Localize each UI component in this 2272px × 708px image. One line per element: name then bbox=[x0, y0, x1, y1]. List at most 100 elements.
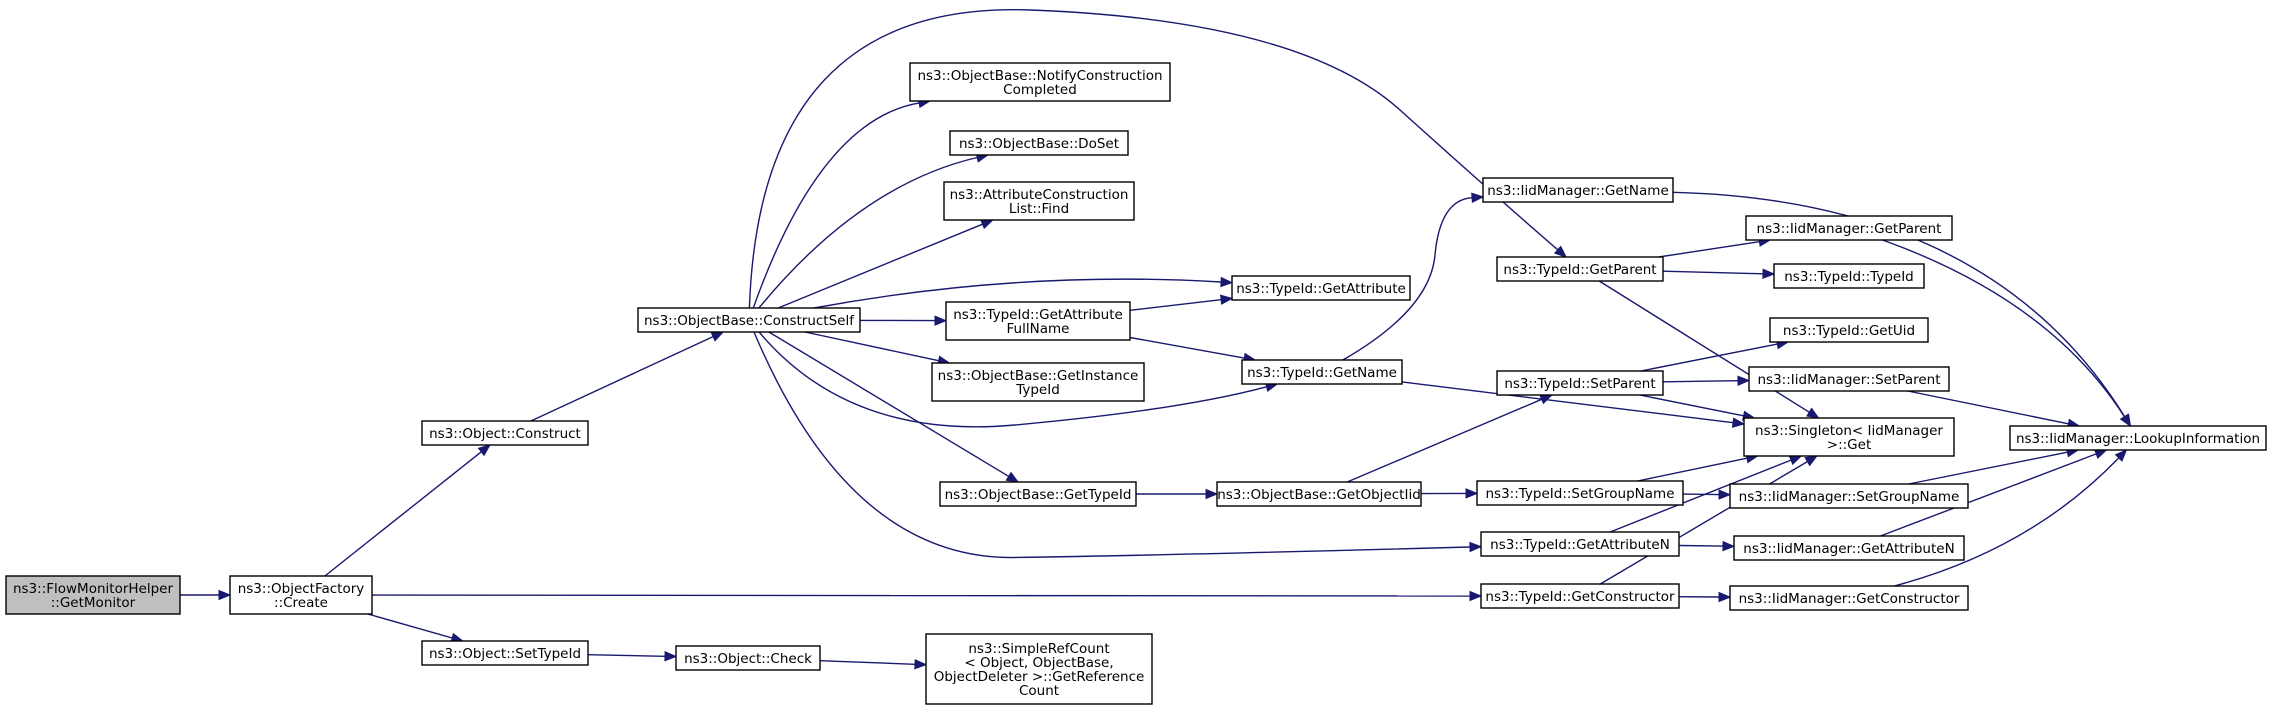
node-label: FullName bbox=[1007, 321, 1070, 337]
node-label: ns3::ObjectBase::ConstructSelf bbox=[644, 313, 855, 329]
edge-arrowhead bbox=[1788, 455, 1803, 466]
edge-obj-settypeid-to-obj-check bbox=[587, 651, 678, 662]
node-label: List::Find bbox=[1009, 201, 1069, 217]
edge-line bbox=[1342, 197, 1473, 361]
node-label: ns3::TypeId::GetAttribute bbox=[1236, 281, 1406, 297]
node-tid-getattributen[interactable]: ns3::TypeId::GetAttributeN bbox=[1480, 531, 1680, 557]
edge-line bbox=[1908, 451, 2068, 485]
edge-arrowhead bbox=[477, 444, 491, 457]
edge-arrowhead bbox=[1469, 590, 1483, 602]
node-box bbox=[1480, 531, 1680, 557]
edge-constructself-to-tid-getattributen bbox=[753, 331, 1483, 559]
edge-line bbox=[1682, 493, 1720, 496]
node-iid-getconstructor[interactable]: ns3::IidManager::GetConstructor bbox=[1729, 585, 1969, 611]
node-label: ns3::ObjectBase::DoSet bbox=[959, 136, 1119, 152]
node-tid-setparent[interactable]: ns3::TypeId::SetParent bbox=[1496, 370, 1664, 396]
edge-line bbox=[777, 223, 983, 309]
node-obj-settypeid[interactable]: ns3::Object::SetTypeId bbox=[421, 640, 589, 666]
node-tid-setgroupname[interactable]: ns3::TypeId::SetGroupName bbox=[1476, 480, 1684, 506]
node-obj-construct[interactable]: ns3::Object::Construct bbox=[421, 420, 589, 446]
edge-arrowhead bbox=[1718, 591, 1732, 603]
node-tid-typeid[interactable]: ns3::TypeId::TypeId bbox=[1773, 263, 1925, 289]
node-getobjectiid[interactable]: ns3::ObjectBase::GetObjectIid bbox=[1216, 481, 1422, 507]
node-box bbox=[925, 633, 1153, 705]
edge-arrowhead bbox=[1220, 276, 1234, 288]
edge-tid-getconstructor-to-singleton-get bbox=[1599, 455, 1819, 585]
node-iid-lookup[interactable]: ns3::IidManager::LookupInformation bbox=[2009, 425, 2267, 451]
nodes-layer: ns3::FlowMonitorHelper::GetMonitorns3::O… bbox=[5, 62, 2267, 705]
node-box bbox=[1480, 583, 1680, 609]
node-getattribute[interactable]: ns3::TypeId::GetAttribute bbox=[1231, 275, 1411, 301]
edge-line bbox=[1880, 453, 2097, 537]
edge-tid-setparent-to-singleton-get bbox=[1639, 394, 1756, 421]
node-simplerefcount[interactable]: ns3::SimpleRefCount< Object, ObjectBase,… bbox=[925, 633, 1153, 705]
node-label: ns3::ObjectBase::NotifyConstruction bbox=[917, 68, 1162, 84]
edge-getname-to-singleton-get bbox=[1401, 381, 1746, 428]
node-tid-getparent[interactable]: ns3::TypeId::GetParent bbox=[1496, 256, 1664, 282]
node-label: ns3::IidManager::GetName bbox=[1487, 183, 1669, 199]
node-label: ns3::IidManager::GetAttributeN bbox=[1743, 541, 1954, 557]
node-label: Completed bbox=[1003, 82, 1077, 98]
node-tid-getconstructor[interactable]: ns3::TypeId::GetConstructor bbox=[1480, 583, 1680, 609]
edge-line bbox=[587, 654, 666, 657]
edge-factory-create-to-obj-settypeid bbox=[367, 613, 465, 643]
node-factory-create[interactable]: ns3::ObjectFactory::Create bbox=[229, 575, 373, 615]
edge-arrowhead bbox=[2093, 449, 2108, 459]
edge-tid-setgroupname-to-singleton-get bbox=[1637, 453, 1759, 482]
edge-tid-setgroupname-to-iid-setgroupname bbox=[1682, 489, 1732, 500]
node-box bbox=[1496, 370, 1664, 396]
node-doset[interactable]: ns3::ObjectBase::DoSet bbox=[949, 130, 1129, 156]
node-label: ns3::Object::Check bbox=[684, 651, 812, 667]
node-label: TypeId bbox=[1015, 382, 1060, 398]
edge-line bbox=[1637, 457, 1748, 482]
node-box bbox=[421, 420, 589, 446]
node-iid-setgroupname[interactable]: ns3::IidManager::SetGroupName bbox=[1729, 483, 1969, 509]
node-label: ns3::Object::Construct bbox=[429, 426, 581, 442]
edge-arrowhead bbox=[1220, 294, 1234, 305]
node-label: ns3::TypeId::GetConstructor bbox=[1485, 589, 1675, 605]
edge-line bbox=[758, 331, 1267, 428]
edge-line bbox=[1658, 241, 1760, 258]
node-label: ObjectDeleter >::GetReference bbox=[934, 669, 1145, 685]
node-box bbox=[1769, 317, 1929, 343]
node-tid-getuid[interactable]: ns3::TypeId::GetUid bbox=[1769, 317, 1929, 343]
node-getname[interactable]: ns3::TypeId::GetName bbox=[1241, 359, 1403, 385]
node-label: ns3::ObjectBase::GetTypeId bbox=[945, 487, 1132, 503]
node-ob-gettypeid[interactable]: ns3::ObjectBase::GetTypeId bbox=[939, 481, 1137, 507]
node-constructself[interactable]: ns3::ObjectBase::ConstructSelf bbox=[637, 307, 861, 333]
node-label: ns3::TypeId::GetUid bbox=[1783, 323, 1915, 339]
node-label: ns3::TypeId::GetParent bbox=[1503, 262, 1656, 278]
edge-line bbox=[1639, 394, 1744, 417]
node-iid-getname[interactable]: ns3::IidManager::GetName bbox=[1482, 177, 1674, 203]
node-label: ns3::FlowMonitorHelper bbox=[13, 581, 173, 597]
node-label: ns3::TypeId::GetAttributeN bbox=[1490, 537, 1670, 553]
node-label: ns3::TypeId::GetAttribute bbox=[953, 307, 1123, 323]
node-box bbox=[1733, 535, 1965, 561]
edge-line bbox=[753, 331, 1471, 559]
node-box bbox=[2009, 425, 2267, 451]
node-box bbox=[1729, 585, 1969, 611]
edge-line bbox=[1894, 457, 2120, 587]
node-obj-check[interactable]: ns3::Object::Check bbox=[675, 645, 821, 671]
edge-arrowhead bbox=[2114, 449, 2128, 462]
node-notifyconstr[interactable]: ns3::ObjectBase::NotifyConstructionCompl… bbox=[909, 62, 1171, 102]
edge-arrowhead bbox=[914, 659, 928, 670]
node-box bbox=[5, 575, 181, 615]
edge-obj-check-to-simplerefcount bbox=[819, 659, 928, 670]
node-singleton-get[interactable]: ns3::Singleton< IidManager >::Get bbox=[1743, 417, 1955, 457]
node-box bbox=[945, 301, 1131, 341]
edge-tid-getattributen-to-iid-getattributen bbox=[1678, 540, 1736, 552]
node-box bbox=[1216, 481, 1422, 507]
node-label: ns3::Object::SetTypeId bbox=[429, 646, 581, 662]
node-label: ns3::Singleton< IidManager bbox=[1755, 423, 1943, 439]
node-label: ::Create bbox=[274, 595, 328, 611]
edge-line bbox=[324, 451, 482, 577]
edge-getname-to-iid-getname bbox=[1342, 192, 1485, 361]
node-flowmon[interactable]: ns3::FlowMonitorHelper::GetMonitor bbox=[5, 575, 181, 615]
node-iid-setparent[interactable]: ns3::IidManager::SetParent bbox=[1748, 366, 1950, 392]
node-iid-getparent[interactable]: ns3::IidManager::GetParent bbox=[1745, 215, 1953, 241]
node-iid-getattributen[interactable]: ns3::IidManager::GetAttributeN bbox=[1733, 535, 1965, 561]
